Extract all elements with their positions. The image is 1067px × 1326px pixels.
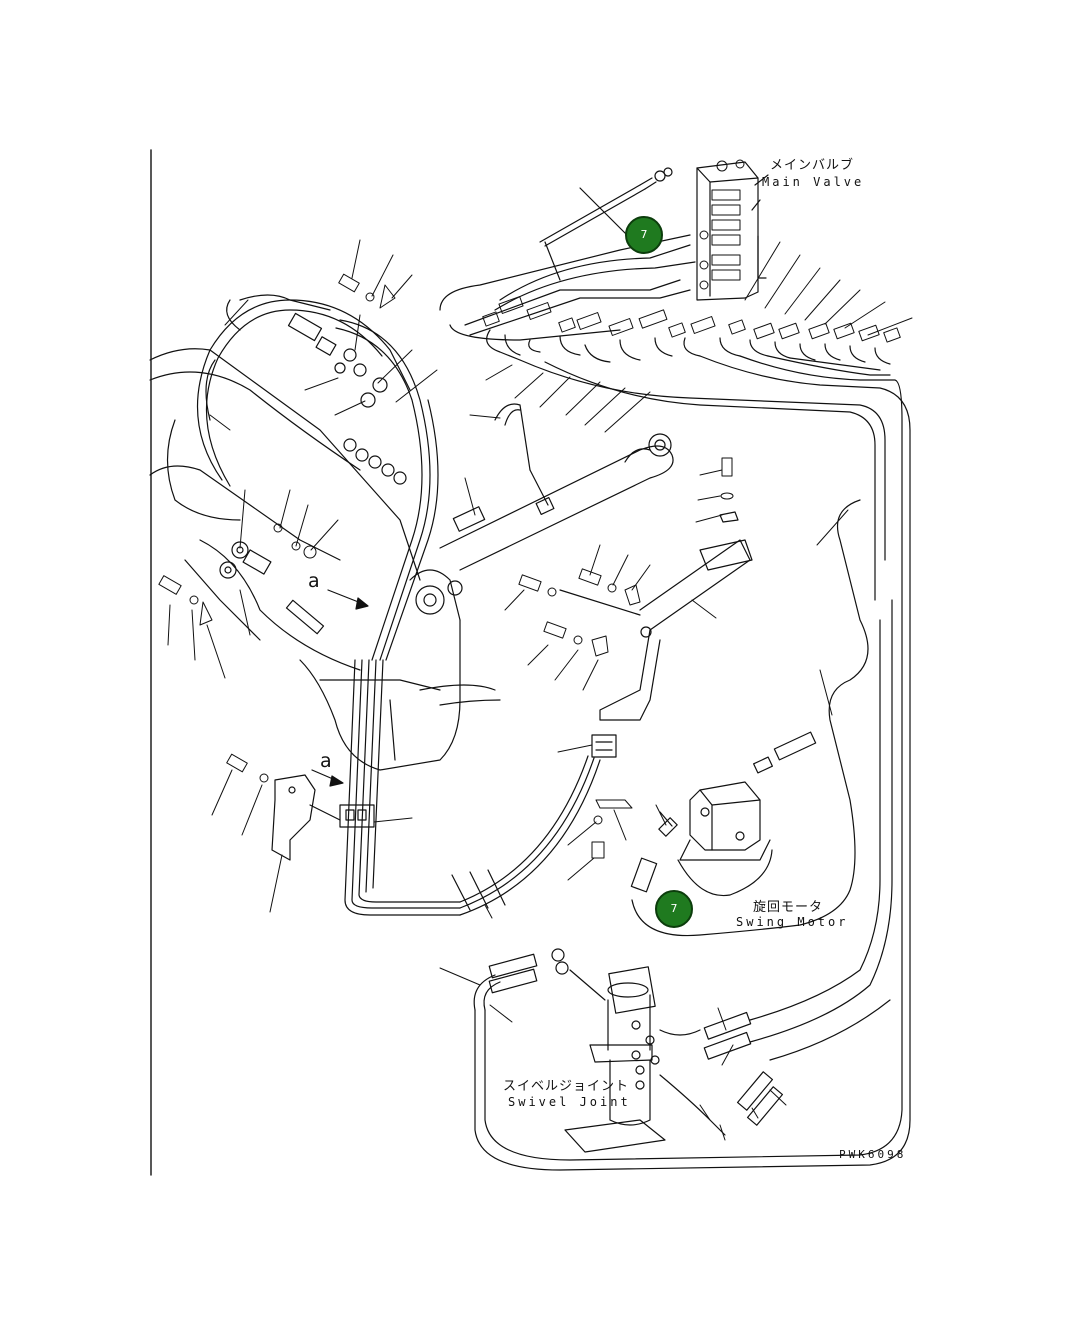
main-valve-label-en: Main Valve bbox=[762, 175, 865, 189]
swing-motor-part bbox=[630, 499, 869, 937]
clamp-bracket-a bbox=[271, 774, 341, 861]
main-valve-label-jp: メインバルブ bbox=[770, 158, 855, 173]
drawing-code: PWK6098 bbox=[839, 1148, 907, 1161]
view-a-label-upper: a bbox=[308, 570, 320, 592]
swivel-joint-part bbox=[473, 599, 893, 1153]
view-a-label-lower: a bbox=[320, 750, 332, 772]
view-a-arrows bbox=[311, 589, 369, 787]
swivel-joint-label-jp: スイベルジョイント bbox=[503, 1079, 630, 1094]
hardware bbox=[158, 273, 734, 859]
boom-frame bbox=[149, 294, 501, 771]
boom-hose-loop bbox=[196, 299, 411, 635]
swing-motor-label-en: Swing Motor bbox=[736, 915, 849, 929]
leader-lines bbox=[167, 239, 913, 1141]
callout-7-main-valve[interactable]: 7 bbox=[625, 216, 663, 254]
swivel-joint-label-en: Swivel Joint bbox=[508, 1095, 631, 1109]
pilot-hose-bundle bbox=[439, 234, 911, 1171]
arm-pipe bbox=[439, 403, 674, 571]
support-bracket bbox=[559, 511, 753, 721]
main-valve-part bbox=[696, 159, 769, 301]
left-pipe-bundle bbox=[335, 319, 617, 916]
callout-7-swing-motor[interactable]: 7 bbox=[655, 890, 693, 928]
swing-motor-label-jp: 旋回モータ bbox=[753, 900, 824, 915]
hose-top-diagonal bbox=[539, 167, 673, 281]
